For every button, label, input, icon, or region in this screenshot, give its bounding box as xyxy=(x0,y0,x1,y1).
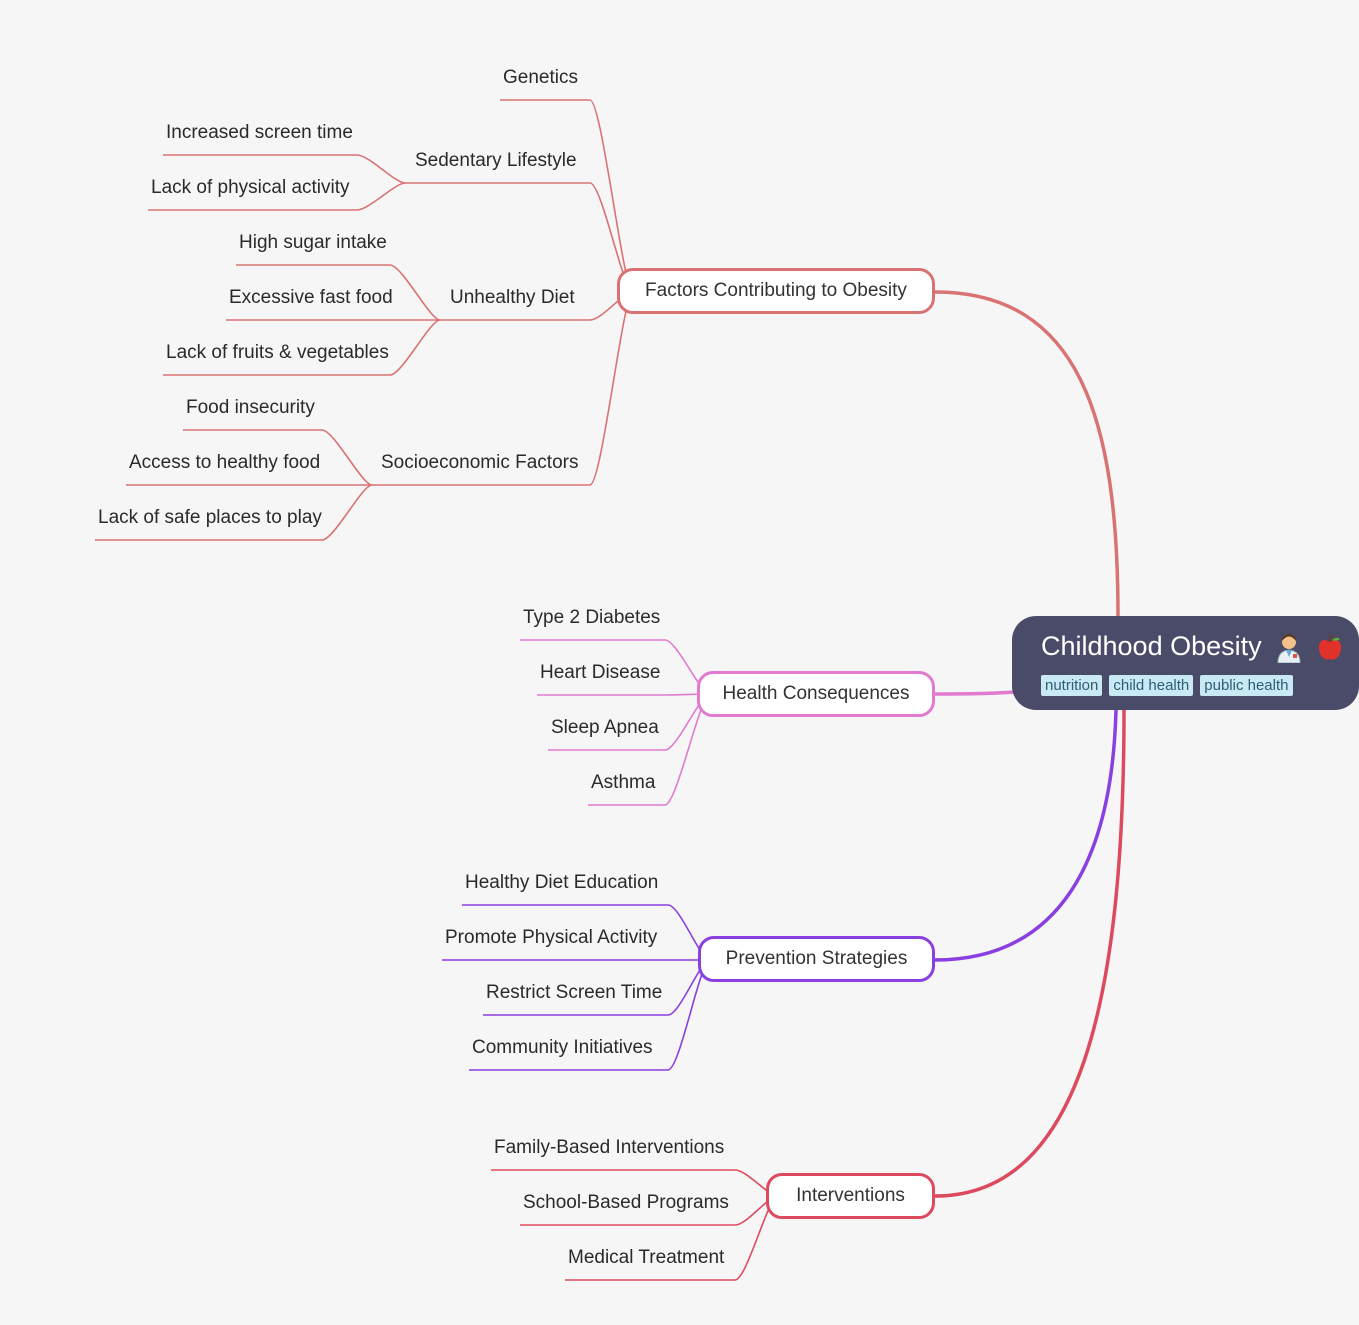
link-root-interventions xyxy=(934,709,1126,1198)
node-type-2-diabetes[interactable]: Type 2 Diabetes xyxy=(523,607,661,628)
node-family-based-interventions[interactable]: Family-Based Interventions xyxy=(494,1137,725,1158)
apple-icon xyxy=(1318,634,1341,660)
node-restrict-screen-time[interactable]: Restrict Screen Time xyxy=(486,982,663,1003)
node-unhealthy-diet[interactable]: Unhealthy Diet xyxy=(450,287,575,308)
node-increased-screen-time[interactable]: Increased screen time xyxy=(166,122,353,143)
root-title: Childhood Obesity xyxy=(1041,630,1359,663)
node-lack-fruits-vegetables[interactable]: Lack of fruits & vegetables xyxy=(166,342,389,363)
link-root-factors xyxy=(934,290,1120,617)
link-high-sugar xyxy=(236,264,441,321)
node-school-based-programs[interactable]: School-Based Programs xyxy=(523,1192,729,1213)
node-heart-disease[interactable]: Heart Disease xyxy=(540,662,661,683)
root-node-childhood-obesity[interactable]: Childhood Obesity nutrition child health… xyxy=(1012,616,1359,710)
branch-interventions[interactable]: Interventions xyxy=(766,1173,935,1219)
node-excessive-fast-food[interactable]: Excessive fast food xyxy=(229,287,393,308)
tag-nutrition[interactable]: nutrition xyxy=(1041,674,1103,696)
node-promote-physical-activity[interactable]: Promote Physical Activity xyxy=(445,927,658,948)
node-access-healthy-food[interactable]: Access to healthy food xyxy=(129,452,321,473)
node-food-insecurity[interactable]: Food insecurity xyxy=(186,397,315,418)
node-sedentary-lifestyle[interactable]: Sedentary Lifestyle xyxy=(415,150,577,171)
link-fruits-veg xyxy=(163,319,441,376)
node-lack-physical-activity[interactable]: Lack of physical activity xyxy=(151,177,350,198)
branch-factors-contributing[interactable]: Factors Contributing to Obesity xyxy=(617,268,935,314)
node-genetics[interactable]: Genetics xyxy=(503,67,578,88)
branch-prevention-strategies[interactable]: Prevention Strategies xyxy=(698,936,935,982)
link-physical-activity xyxy=(148,182,406,211)
tag-child-health[interactable]: child health xyxy=(1109,674,1194,696)
node-medical-treatment[interactable]: Medical Treatment xyxy=(568,1247,725,1268)
health-worker-icon xyxy=(1277,633,1301,663)
node-healthy-diet-education[interactable]: Healthy Diet Education xyxy=(465,872,659,893)
node-lack-safe-places[interactable]: Lack of safe places to play xyxy=(98,507,322,528)
node-sleep-apnea[interactable]: Sleep Apnea xyxy=(551,717,659,738)
link-genetics xyxy=(500,99,634,293)
node-asthma[interactable]: Asthma xyxy=(591,772,656,793)
node-socioeconomic-factors[interactable]: Socioeconomic Factors xyxy=(381,452,579,473)
link-food-insecurity xyxy=(183,429,373,486)
link-safe-places xyxy=(95,484,373,541)
branch-health-consequences[interactable]: Health Consequences xyxy=(697,671,935,717)
node-community-initiatives[interactable]: Community Initiatives xyxy=(472,1037,653,1058)
link-root-prevention xyxy=(934,709,1118,962)
node-high-sugar-intake[interactable]: High sugar intake xyxy=(239,232,387,253)
tag-public-health[interactable]: public health xyxy=(1200,674,1293,696)
root-title-text: Childhood Obesity xyxy=(1041,631,1262,661)
link-heart-disease xyxy=(537,693,711,696)
link-root-health xyxy=(934,690,1015,696)
link-sedentary xyxy=(405,182,634,293)
link-screen-time xyxy=(163,154,406,184)
tag-list: nutrition child health public health xyxy=(1041,674,1359,696)
